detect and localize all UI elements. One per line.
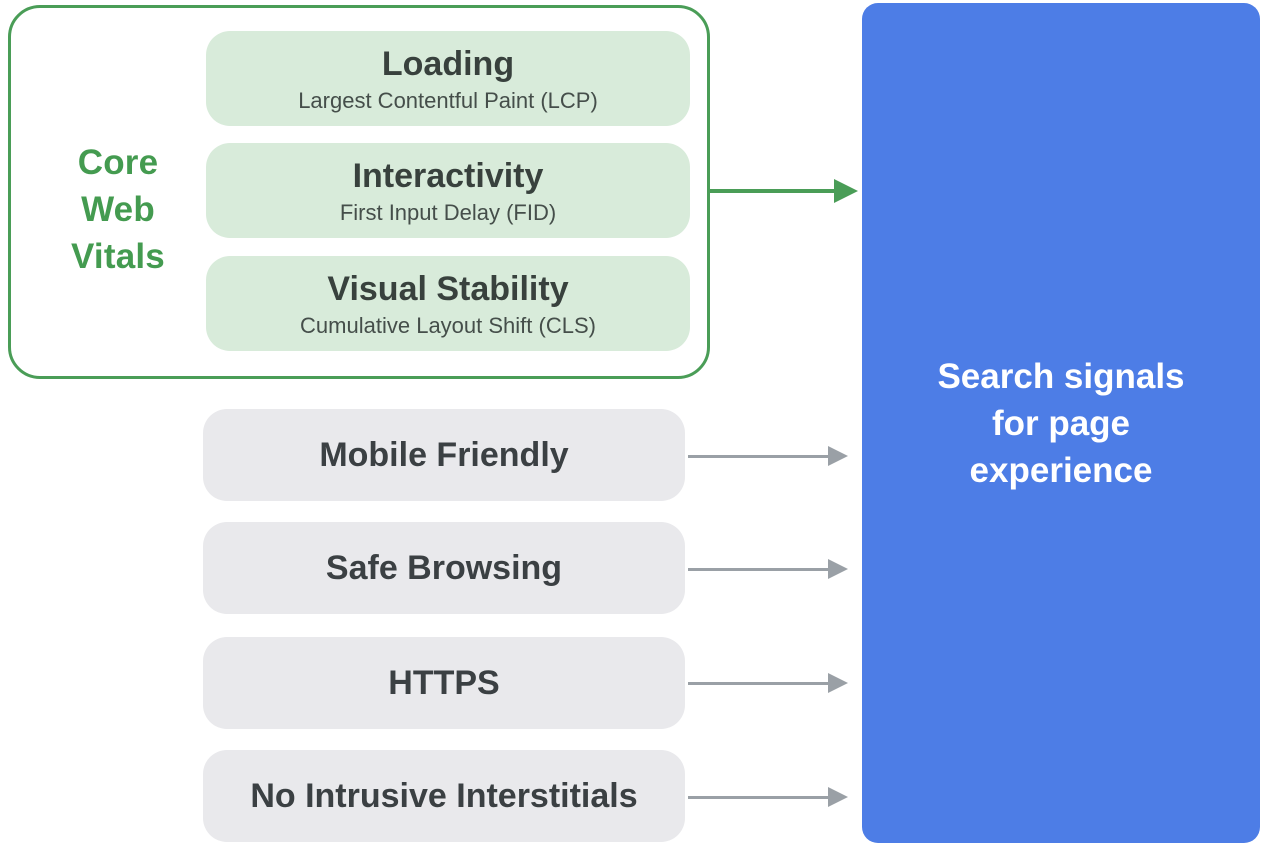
arrow-head-icon — [828, 787, 848, 807]
arrow-shaft — [688, 795, 834, 799]
metric-card-interactivity: Interactivity First Input Delay (FID) — [206, 143, 690, 238]
arrow-head-icon — [828, 446, 848, 466]
core-web-vitals-label: Core Web Vitals — [71, 143, 165, 276]
signal-label: HTTPS — [388, 663, 500, 702]
signal-label: Mobile Friendly — [319, 435, 569, 474]
arrow-shaft — [688, 567, 834, 571]
core-web-vitals-group: Core Web Vitals Loading Largest Contentf… — [8, 5, 710, 379]
search-signals-label: Search signals for page experience — [937, 356, 1185, 490]
arrow-head-icon — [834, 179, 858, 203]
arrow-shaft — [710, 189, 840, 193]
signal-label: Safe Browsing — [325, 548, 563, 587]
signal-card-safe-browsing: Safe Browsing — [203, 522, 685, 614]
arrow-head-icon — [828, 673, 848, 693]
search-signals-box: Search signals for page experience — [862, 3, 1260, 843]
signal-card-mobile-friendly: Mobile Friendly — [203, 409, 685, 501]
signal-card-https: HTTPS — [203, 637, 685, 729]
metric-card-loading: Loading Largest Contentful Paint (LCP) — [206, 31, 690, 126]
signal-card-no-intrusive-interstitials: No Intrusive Interstitials — [203, 750, 685, 842]
metric-title: Interactivity — [352, 156, 544, 195]
arrow-head-icon — [828, 559, 848, 579]
metric-subtitle: Cumulative Layout Shift (CLS) — [300, 312, 596, 338]
arrow-shaft — [688, 454, 834, 458]
metric-subtitle: First Input Delay (FID) — [339, 199, 557, 225]
signal-label: No Intrusive Interstitials — [250, 776, 638, 815]
metric-card-visual-stability: Visual Stability Cumulative Layout Shift… — [206, 256, 690, 351]
metric-title: Loading — [381, 44, 515, 83]
arrow-shaft — [688, 681, 834, 685]
metric-subtitle: Largest Contentful Paint (LCP) — [298, 87, 598, 113]
metric-title: Visual Stability — [327, 269, 569, 308]
